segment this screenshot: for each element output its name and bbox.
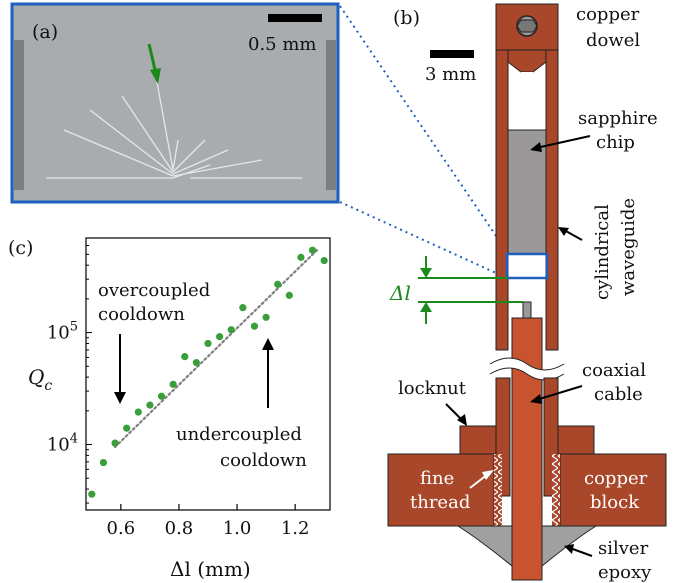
green-arrow-a	[147, 43, 161, 84]
data-point	[216, 333, 224, 341]
data-point	[274, 280, 282, 288]
cable-break	[490, 358, 564, 380]
data-point	[157, 392, 166, 400]
fit-line	[113, 247, 320, 449]
sapphire-chip-rays	[46, 81, 302, 179]
scale-label-a: 0.5 mm	[248, 34, 316, 55]
coax-pin	[522, 301, 532, 319]
label-block-1: copper	[584, 468, 648, 489]
data-point	[169, 380, 177, 388]
edge-right	[326, 40, 336, 190]
axis-ticks: 0.6 0.8 1.0 1.2 104 105	[47, 237, 310, 539]
annotation-over-2: cooldown	[98, 304, 185, 325]
data-point	[99, 458, 108, 467]
waveguide-wall-right	[545, 49, 559, 351]
label-waveguide-1: cylindrical	[592, 204, 613, 300]
scale-label-b: 3 mm	[425, 64, 476, 85]
zoom-line-bottom	[339, 201, 508, 279]
locknut-left	[459, 425, 497, 455]
scale-bar-a	[268, 14, 322, 22]
label-epoxy-1: silver	[598, 538, 649, 559]
zoom-line-top	[339, 5, 508, 253]
data-point	[285, 291, 293, 299]
copper-block	[387, 453, 495, 527]
x-tick-label: 0.8	[165, 518, 194, 539]
waveguide-wall-left	[495, 49, 509, 351]
data-point	[262, 313, 270, 321]
label-coax-1: coaxial	[582, 360, 646, 381]
data-point	[123, 424, 131, 432]
label-block-2: block	[590, 492, 640, 513]
label-copper-dowel-1: copper	[576, 4, 640, 25]
label-waveguide-2: waveguide	[618, 198, 639, 296]
label-locknut: locknut	[398, 378, 467, 399]
panel-a-label: (a)	[32, 21, 58, 43]
label-fine-2: thread	[410, 492, 470, 513]
blue-highlight-box	[505, 252, 549, 280]
panel-c: (c) 0.6 0.8 1.0 1.2 104 105 Qc Δl (mm) overco…	[8, 237, 331, 581]
y-tick-label: 105	[47, 320, 78, 344]
data-point	[250, 322, 259, 330]
data-point	[134, 408, 142, 416]
x-tick-label: 0.6	[107, 518, 136, 539]
label-coax-2: cable	[594, 384, 643, 405]
bore-top	[521, 72, 533, 130]
y-axis-label: Qc	[28, 365, 52, 394]
annotation-under-2: cooldown	[220, 450, 307, 471]
x-tick-label: 1.2	[281, 518, 310, 539]
panel-a-frame	[10, 2, 340, 204]
data-point	[146, 401, 154, 409]
annotation-under-1: undercoupled	[176, 424, 302, 445]
edge-left	[14, 40, 24, 190]
data-point	[320, 256, 328, 265]
x-axis-label: Δl (mm)	[170, 557, 251, 581]
scale-bar-b	[430, 50, 474, 58]
data-points	[88, 246, 328, 498]
locknut-right	[557, 425, 595, 455]
y-tick-label: 104	[47, 432, 78, 456]
data-point	[239, 304, 247, 312]
data-point	[308, 246, 317, 254]
x-tick-label: 1.0	[223, 518, 252, 539]
label-sapphire-2: chip	[596, 132, 635, 153]
data-point	[111, 439, 119, 447]
panel-c-label: (c)	[8, 237, 33, 259]
panel-b: (b) 3 mm	[387, 3, 667, 583]
annotation-over-1: overcoupled	[98, 280, 210, 301]
data-point	[297, 253, 305, 261]
plot-frame	[85, 237, 331, 511]
coax-outer-conductor	[511, 317, 543, 581]
data-point	[227, 326, 235, 334]
data-point	[88, 490, 96, 498]
panel-b-label: (b)	[393, 7, 420, 29]
delta-l-marker	[418, 256, 523, 324]
data-point	[204, 339, 212, 348]
label-epoxy-2: epoxy	[598, 562, 652, 583]
label-fine-1: fine	[420, 468, 454, 489]
label-sapphire-1: sapphire	[578, 108, 658, 129]
data-point	[192, 358, 200, 367]
delta-l-label: Δl	[389, 281, 411, 305]
label-copper-dowel-2: dowel	[586, 30, 640, 51]
panel-a: (a) 0.5 mm	[10, 2, 340, 204]
data-point	[181, 353, 189, 361]
silver-epoxy	[456, 525, 513, 568]
